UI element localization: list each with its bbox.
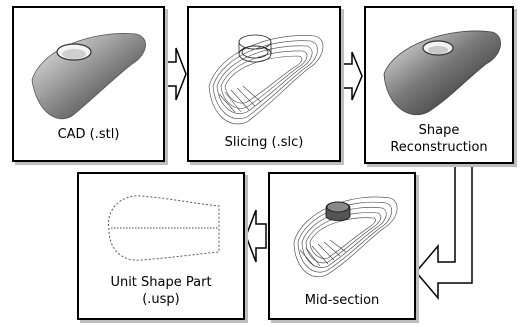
reconstruction-label-line1: Shape: [366, 122, 512, 139]
arrow-bent-icon: [416, 166, 472, 298]
mid-section-model-image: [270, 174, 414, 292]
panel-cad: CAD (.stl): [12, 6, 165, 162]
reconstruction-model-image: [366, 8, 512, 126]
panel-shape-reconstruction: Shape Reconstruction: [364, 6, 514, 164]
slicing-model-image: [189, 8, 339, 132]
slicing-label: Slicing (.slc): [189, 134, 339, 151]
unit-shape-part-label-line2: (.usp): [79, 291, 243, 308]
panel-slicing: Slicing (.slc): [187, 6, 341, 162]
arrow-right-icon: [166, 48, 186, 100]
panel-mid-section: Mid-section: [268, 172, 416, 320]
panel-unit-shape-part: Unit Shape Part (.usp): [77, 172, 245, 320]
unit-shape-profile-image: [79, 174, 243, 274]
reconstruction-label-line2: Reconstruction: [366, 139, 512, 156]
arrow-right-icon: [342, 52, 362, 100]
unit-shape-part-label-line1: Unit Shape Part: [79, 274, 243, 291]
arrow-left-icon: [246, 210, 266, 262]
mid-section-label: Mid-section: [270, 292, 414, 309]
cad-model-image: [14, 8, 163, 128]
cad-label: CAD (.stl): [14, 126, 163, 143]
